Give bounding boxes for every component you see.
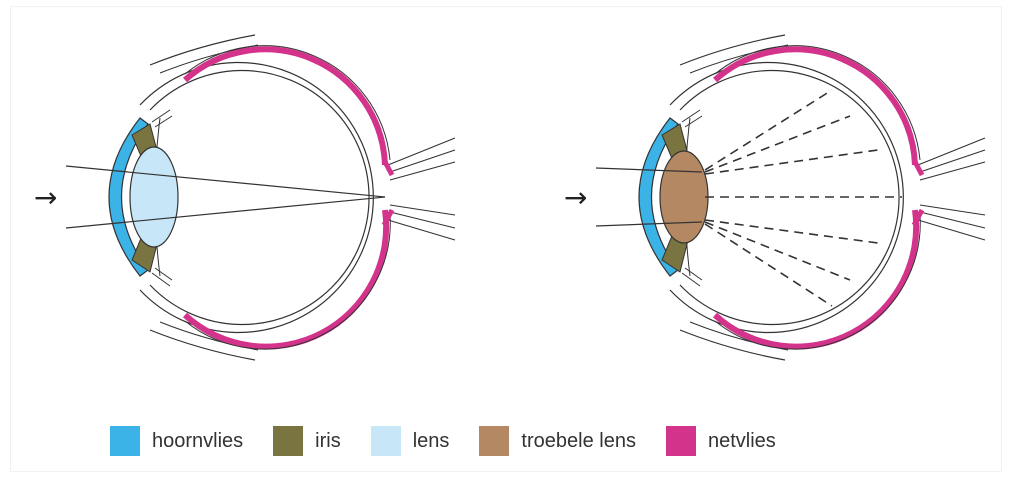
retina-edge (714, 45, 921, 350)
upper-eyelid (149, 34, 256, 66)
legend-swatch (110, 426, 140, 456)
legend-label: hoornvlies (152, 429, 244, 452)
legend-swatch (479, 426, 510, 456)
optic-nerve (911, 137, 986, 241)
legend-label: netvlies (707, 429, 776, 452)
sclera-inner (679, 69, 900, 326)
incoming-light-arrow: → (564, 181, 587, 214)
lower-eyelid (149, 329, 256, 361)
light-ray-top (65, 165, 386, 198)
legend-swatch (665, 426, 696, 456)
legend-item-netvlies: netvlies (665, 426, 776, 456)
lower-eyelid (679, 329, 786, 361)
upper-eyelid (679, 34, 786, 66)
light-ray-bottom (65, 196, 386, 229)
cataract-eye: → (564, 34, 986, 361)
sclera-outer (139, 61, 374, 334)
legend-item-hoornvlies: hoornvlies (110, 426, 243, 456)
healthy-eye: → (34, 34, 456, 361)
retina-edge (184, 45, 391, 350)
lens (129, 146, 179, 248)
incoming-light-arrow: → (34, 181, 57, 214)
retina (182, 46, 390, 350)
optic-nerve (381, 137, 456, 241)
cornea (108, 117, 149, 277)
legend-label: troebele lens (521, 429, 636, 452)
legend-swatch (273, 426, 304, 456)
legend-item-troebele-lens: troebele lens (479, 426, 636, 456)
cloudy-lens (659, 150, 709, 244)
legend-item-iris: iris (273, 426, 341, 456)
legend-label: lens (412, 429, 450, 452)
cornea (638, 117, 679, 277)
legend-label: iris (315, 429, 341, 452)
sclera-outer (669, 61, 904, 334)
scattered-light-rays (704, 89, 902, 307)
light-ray-bottom (595, 221, 703, 227)
legend-item-lens: lens (370, 426, 450, 456)
legend: hoornvlies iris lens troebele lens netvl… (110, 425, 806, 457)
legend-swatch (370, 426, 401, 456)
figure-frame (10, 6, 1002, 472)
light-ray-top (595, 167, 703, 173)
retina (712, 46, 920, 350)
eye-diagram: → (34, 34, 986, 361)
sclera-inner (149, 69, 370, 326)
